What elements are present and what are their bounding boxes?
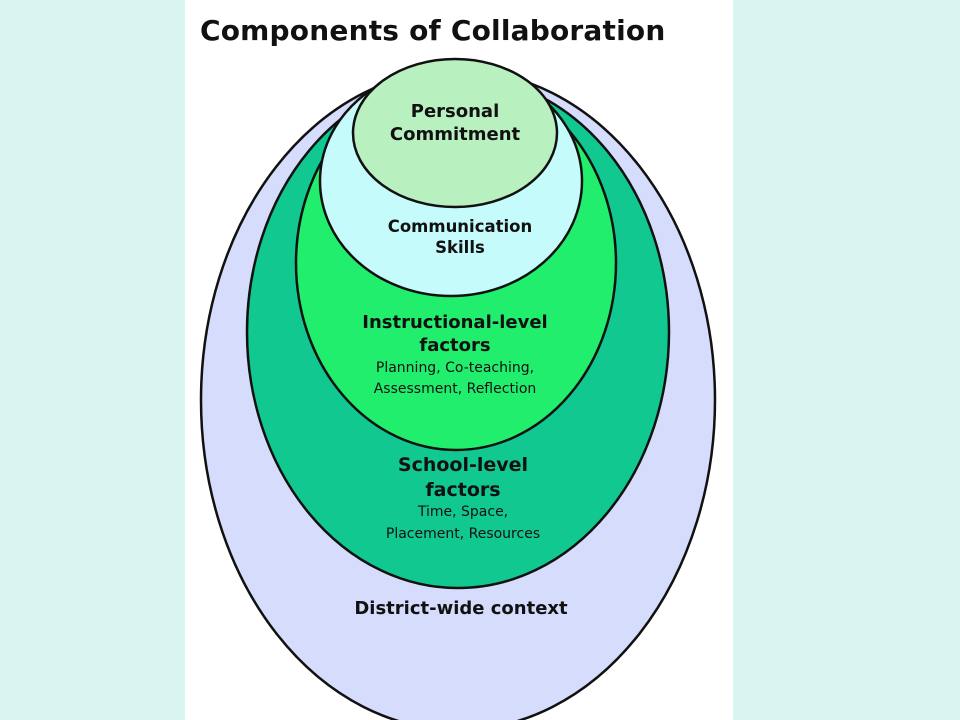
personal-line2: Commitment: [389, 124, 521, 146]
diagram-title: Components of Collaboration: [200, 14, 666, 47]
instructional-detail2: Assessment, Reflection: [373, 381, 537, 398]
school-detail1: Time, Space,: [417, 504, 509, 521]
instructional-detail1: Planning, Co-teaching,: [375, 359, 535, 376]
school-line2: factors: [425, 478, 501, 501]
school-line1: School-level: [397, 454, 529, 476]
personal-commitment-label: Personal Commitment: [355, 100, 555, 147]
instructional-line2: factors: [419, 335, 491, 357]
personal-line1: Personal: [410, 101, 500, 122]
school-factors-label: School-level factors Time, Space, Placem…: [343, 453, 583, 546]
communication-line1: Communication: [387, 217, 533, 236]
communication-line2: Skills: [435, 238, 485, 258]
instructional-line1: Instructional-level: [362, 312, 548, 333]
district-context-label: District-wide context: [354, 598, 568, 619]
communication-skills-label: Communication Skills: [355, 216, 565, 259]
school-detail2: Placement, Resources: [385, 526, 541, 543]
personal-ellipse: [351, 57, 559, 209]
instructional-factors-label: Instructional-level factors Planning, Co…: [335, 311, 575, 401]
